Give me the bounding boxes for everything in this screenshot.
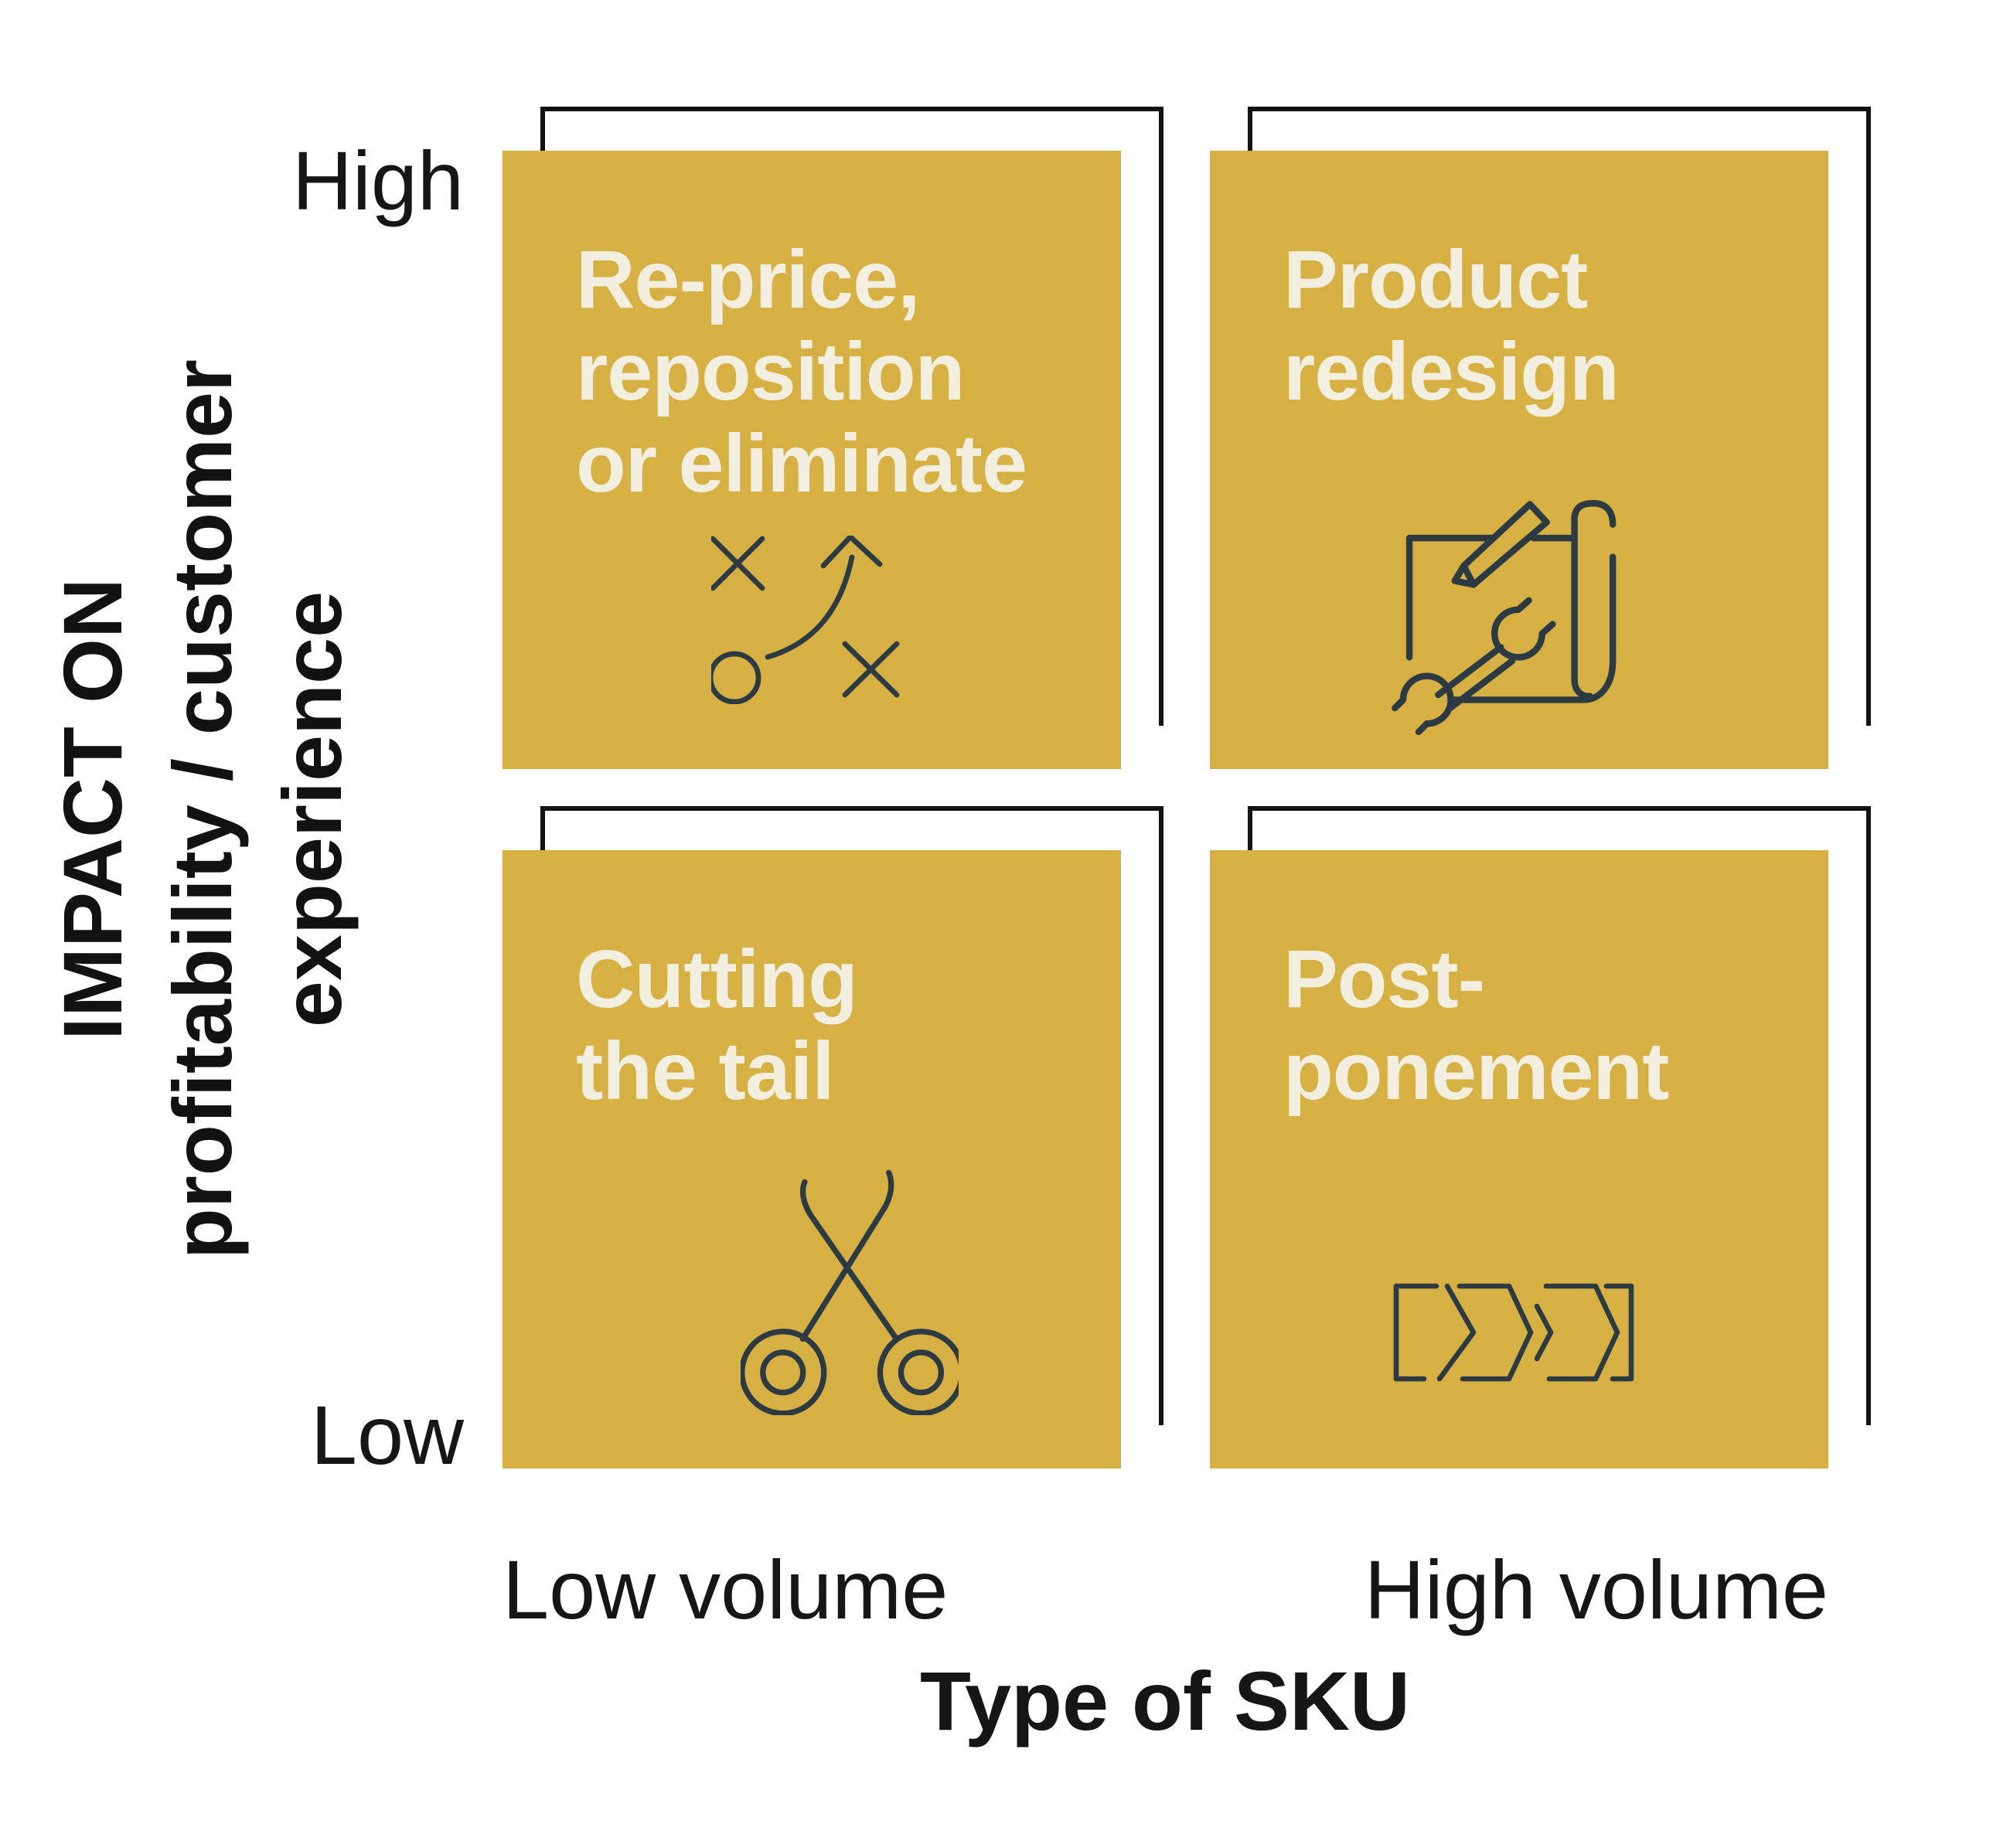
x-axis-high-volume-label: High volume <box>1364 1543 1828 1636</box>
y-axis-low-label: Low <box>310 1388 464 1482</box>
y-axis-high-label: High <box>291 134 464 227</box>
quadrant-top-left-line1: Re-price, <box>576 234 921 325</box>
y-axis-title-line3: experience <box>265 590 359 1028</box>
x-axis-title: Type of SKU <box>919 1654 1411 1748</box>
quadrant-top-left-line3: or eliminate <box>576 418 1027 509</box>
quadrant-bottom-right-line1: Post- <box>1283 934 1485 1025</box>
quadrant-top-right-line1: Product <box>1283 234 1588 325</box>
scissors-icon <box>741 1169 959 1415</box>
postponement-icon <box>1393 1283 1634 1382</box>
quadrant-bottom-left-line2: the tail <box>576 1026 835 1117</box>
y-axis-title: IMPACT ON profitability / customer exper… <box>38 230 367 1389</box>
quadrant-bottom-right: Post- ponement <box>1210 850 1828 1469</box>
frame-top-left <box>540 107 1163 726</box>
strategy-icon <box>711 536 900 704</box>
quadrant-bottom-left-title: Cutting the tail <box>576 934 858 1118</box>
y-axis-title-line1: IMPACT ON <box>46 578 139 1040</box>
blueprint-icon <box>1392 499 1617 736</box>
quadrant-bottom-right-line2: ponement <box>1283 1026 1669 1117</box>
x-axis-low-volume-label: Low volume <box>502 1543 949 1636</box>
quadrant-top-left-title: Re-price, reposition or eliminate <box>576 234 1027 510</box>
y-axis-title-line2: profitability / customer <box>155 359 249 1260</box>
quadrant-bottom-right-title: Post- ponement <box>1283 934 1669 1118</box>
quadrant-bottom-left: Cutting the tail <box>502 850 1121 1469</box>
frame-bottom-left <box>540 806 1163 1425</box>
quadrant-top-right-line2: redesign <box>1283 326 1620 417</box>
quadrant-top-right: Product redesign <box>1210 151 1828 769</box>
quadrant-top-right-title: Product redesign <box>1283 234 1620 418</box>
frame-top-right <box>1248 107 1871 726</box>
quadrant-bottom-left-line1: Cutting <box>576 934 858 1025</box>
quadrant-top-left-line2: reposition <box>576 326 965 417</box>
quadrant-top-left: Re-price, reposition or eliminate <box>502 151 1121 769</box>
frame-bottom-right <box>1248 806 1871 1425</box>
